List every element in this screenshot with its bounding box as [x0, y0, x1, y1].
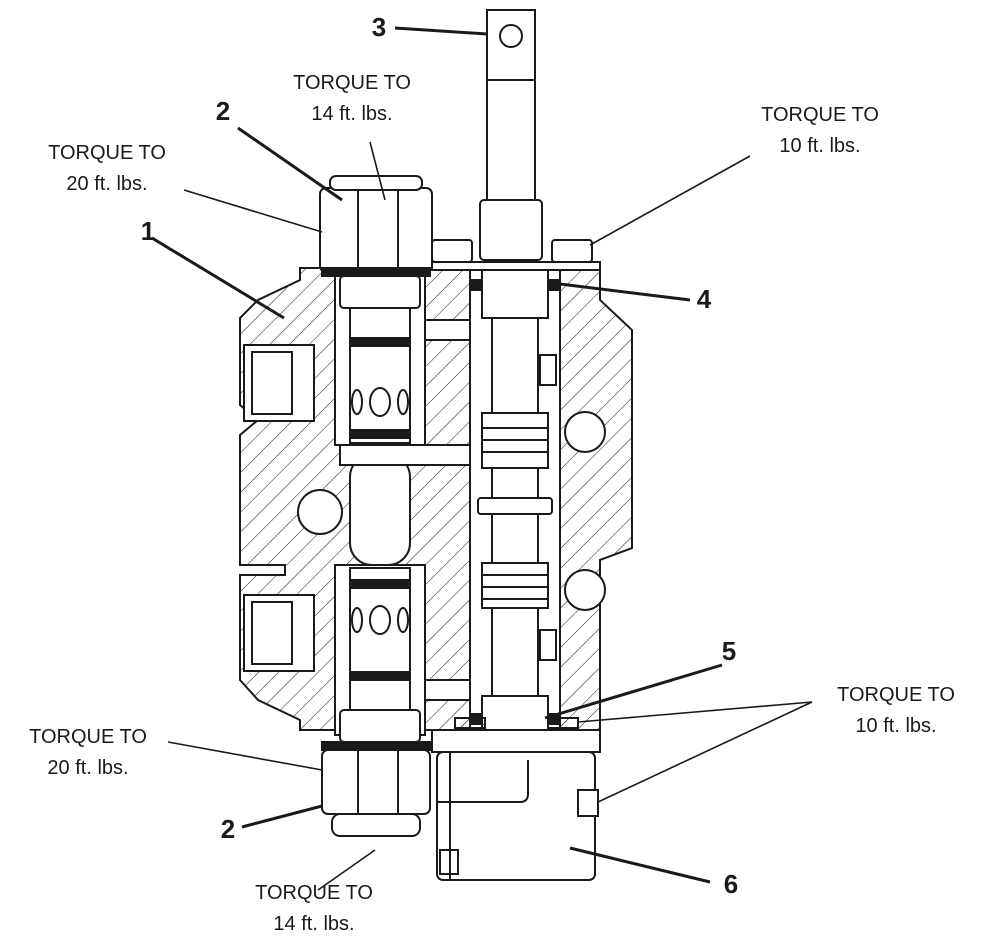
- torque-label-line1: TORQUE TO: [761, 104, 879, 126]
- callout-numbers: 1 2 2 3 4 5 6: [141, 12, 738, 899]
- torque-label-line2: 14 ft. lbs.: [273, 913, 354, 935]
- torque-label-line1: TORQUE TO: [48, 142, 166, 164]
- callout-4: 4: [697, 284, 712, 314]
- callout-2-upper: 2: [216, 96, 230, 126]
- callout-3: 3: [372, 12, 386, 42]
- callout-leaders: [151, 26, 723, 884]
- torque-label-top-14: TORQUE TO 14 ft. lbs.: [293, 72, 411, 125]
- lower-cartridge: [321, 567, 431, 837]
- torque-label-line1: TORQUE TO: [837, 684, 955, 706]
- torque-label-top-10: TORQUE TO 10 ft. lbs.: [761, 104, 879, 157]
- torque-label-line2: 14 ft. lbs.: [311, 103, 392, 125]
- torque-label-bottom-20: TORQUE TO 20 ft. lbs.: [29, 726, 147, 779]
- torque-label-line1: TORQUE TO: [293, 72, 411, 94]
- torque-label-line2: 20 ft. lbs.: [47, 757, 128, 779]
- torque-label-bottom-10: TORQUE TO 10 ft. lbs.: [837, 684, 955, 737]
- torque-label-line1: TORQUE TO: [255, 882, 373, 904]
- torque-label-line2: 10 ft. lbs.: [855, 715, 936, 737]
- leader-lines: [167, 141, 813, 891]
- upper-cartridge: [319, 175, 433, 444]
- spool-assembly: [431, 9, 601, 741]
- torque-label-bottom-14: TORQUE TO 14 ft. lbs.: [255, 882, 373, 935]
- callout-6: 6: [724, 869, 738, 899]
- callout-2-lower: 2: [221, 814, 235, 844]
- torque-label-line1: TORQUE TO: [29, 726, 147, 748]
- torque-label-top-20: TORQUE TO 20 ft. lbs.: [48, 142, 166, 195]
- valve-body: [239, 267, 633, 736]
- callout-5: 5: [722, 636, 736, 666]
- callout-1: 1: [141, 216, 155, 246]
- torque-label-line2: 20 ft. lbs.: [66, 173, 147, 195]
- end-cap: [431, 729, 601, 881]
- torque-label-line2: 10 ft. lbs.: [779, 135, 860, 157]
